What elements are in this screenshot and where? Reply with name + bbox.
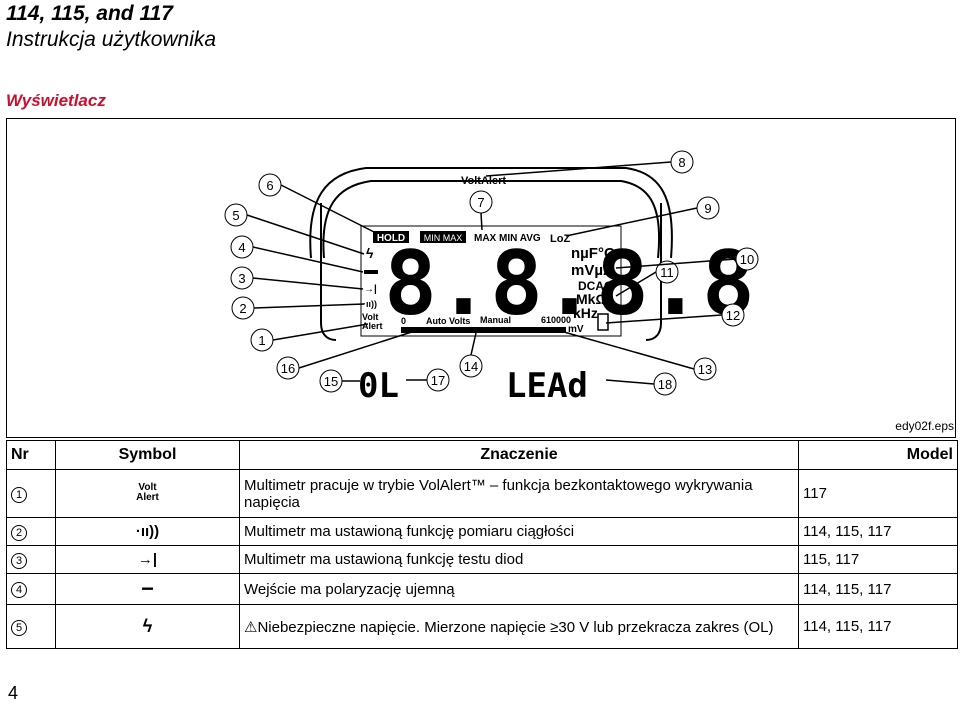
svg-text:1: 1 bbox=[258, 333, 265, 348]
lead-display: LEAd bbox=[506, 366, 588, 406]
units-group: nµF°C mVµA DCAC MkΩ kHz bbox=[571, 245, 615, 321]
main-digits: 8.8.8.8 bbox=[384, 232, 755, 335]
volt-label: Volt bbox=[362, 312, 378, 322]
header-nr: Nr bbox=[6, 440, 56, 470]
table-row: 2 ·ıı)) Multimetr ma ustawioną funkcję p… bbox=[6, 517, 958, 546]
minmax-badge bbox=[420, 231, 466, 243]
row-model: 114, 115, 117 bbox=[798, 604, 958, 649]
row-model: 114, 115, 117 bbox=[798, 517, 958, 546]
hazard-indicator-icon: ϟ bbox=[366, 245, 374, 261]
row-meaning: Niebezpieczne napięcie. Mierzone napięci… bbox=[257, 618, 774, 636]
row-model: 114, 115, 117 bbox=[798, 573, 958, 605]
row-number: 5 bbox=[11, 619, 27, 636]
table-row: 5 ϟ ⚠Niebezpieczne napięcie. Mierzone na… bbox=[6, 604, 958, 649]
svg-text:7: 7 bbox=[477, 195, 484, 210]
continuity-icon: ·ıı)) bbox=[55, 517, 240, 546]
row-meaning: Multimetr ma ustawioną funkcję pomiaru c… bbox=[239, 517, 799, 546]
voltalert-label: VoltAlert bbox=[461, 175, 506, 187]
svg-text:14: 14 bbox=[464, 359, 478, 374]
svg-text:9: 9 bbox=[704, 201, 711, 216]
lcd-digits: 8.8.8.8 bbox=[384, 232, 755, 335]
table-row: 3 →| Multimetr ma ustawioną funkcję test… bbox=[6, 545, 958, 574]
svg-text:16: 16 bbox=[281, 361, 295, 376]
ol-display: 0L bbox=[358, 366, 399, 406]
svg-text:2: 2 bbox=[239, 301, 246, 316]
header-symbol: Symbol bbox=[55, 440, 240, 470]
alert-label: Alert bbox=[362, 321, 383, 331]
battery-icon bbox=[597, 313, 609, 331]
minmax-label: MIN MAX bbox=[424, 233, 463, 243]
hold-badge bbox=[373, 231, 409, 243]
svg-text:3: 3 bbox=[238, 271, 245, 286]
maxminavg-label: MAX MIN AVG bbox=[474, 233, 541, 244]
warning-icon: ⚠ bbox=[244, 618, 258, 636]
svg-text:10: 10 bbox=[740, 252, 754, 267]
document-title: 114, 115, and 117 bbox=[6, 2, 173, 25]
callouts bbox=[224, 150, 759, 396]
units-row2: mVµA bbox=[571, 262, 614, 279]
diode-indicator-icon: →| bbox=[364, 284, 377, 295]
row-model: 117 bbox=[798, 469, 958, 518]
loz-label: LoZ bbox=[550, 233, 570, 245]
svg-text:8: 8 bbox=[678, 155, 685, 170]
units-row5: kHz bbox=[573, 305, 598, 321]
units-row3: DCAC bbox=[578, 279, 613, 293]
page-number: 4 bbox=[8, 683, 19, 703]
continuity-indicator-icon: ·ıı)) bbox=[363, 299, 377, 309]
svg-text:5: 5 bbox=[232, 208, 239, 223]
row-meaning: Multimetr pracuje w trybie VolAlert™ – f… bbox=[239, 469, 799, 518]
row-number: 3 bbox=[11, 552, 27, 569]
negative-polarity-icon: − bbox=[55, 573, 240, 605]
callout-numbers: 1 2 3 4 5 6 7 8 9 10 11 12 13 14 15 16 1… bbox=[232, 155, 754, 392]
table-header-row: Nr Symbol Znaczenie Model bbox=[6, 440, 958, 470]
row-model: 115, 117 bbox=[798, 545, 958, 574]
hold-label: HOLD bbox=[377, 233, 405, 244]
diode-icon: →| bbox=[55, 545, 240, 574]
svg-text:18: 18 bbox=[658, 377, 672, 392]
section-title: Wyświetlacz bbox=[6, 91, 106, 110]
document-subtitle: Instrukcja użytkownika bbox=[6, 28, 217, 51]
mv-label: mV bbox=[568, 324, 584, 335]
units-row4: MkΩ bbox=[576, 291, 607, 307]
svg-text:11: 11 bbox=[660, 265, 674, 280]
lcd-panel bbox=[360, 225, 622, 337]
meter-outline bbox=[309, 167, 673, 341]
svg-text:12: 12 bbox=[726, 308, 740, 323]
count-label: 610000 bbox=[541, 315, 571, 325]
header-model: Model bbox=[798, 440, 958, 470]
row-number: 1 bbox=[11, 486, 27, 503]
auto-volts-label: Auto Volts bbox=[426, 316, 470, 326]
negative-indicator-icon bbox=[364, 270, 378, 274]
units-row1: nµF°C bbox=[571, 245, 615, 262]
svg-text:6: 6 bbox=[266, 178, 273, 193]
leader-lines bbox=[246, 161, 737, 385]
bargraph bbox=[401, 327, 566, 333]
row-meaning: Multimetr ma ustawioną funkcję testu dio… bbox=[239, 545, 799, 574]
row-meaning: Wejście ma polaryzację ujemną bbox=[239, 573, 799, 605]
figure-frame bbox=[6, 118, 956, 438]
svg-text:15: 15 bbox=[324, 374, 338, 389]
manual-label: Manual bbox=[480, 315, 511, 325]
svg-text:17: 17 bbox=[431, 373, 445, 388]
svg-text:13: 13 bbox=[698, 362, 712, 377]
header-meaning: Znaczenie bbox=[239, 440, 799, 470]
zero-label: 0 bbox=[401, 316, 406, 326]
table-row: 4 − Wejście ma polaryzację ujemną 114, 1… bbox=[6, 573, 958, 605]
display-diagram: HOLD MIN MAX MAX MIN AVG LoZ 8.8.8.8 ϟ →… bbox=[224, 150, 759, 406]
hazardous-voltage-icon: ϟ bbox=[55, 604, 240, 649]
svg-text:4: 4 bbox=[238, 240, 245, 255]
row-number: 2 bbox=[11, 524, 27, 541]
figure-file-label: edy02f.eps bbox=[895, 419, 954, 433]
row-number: 4 bbox=[11, 582, 27, 598]
